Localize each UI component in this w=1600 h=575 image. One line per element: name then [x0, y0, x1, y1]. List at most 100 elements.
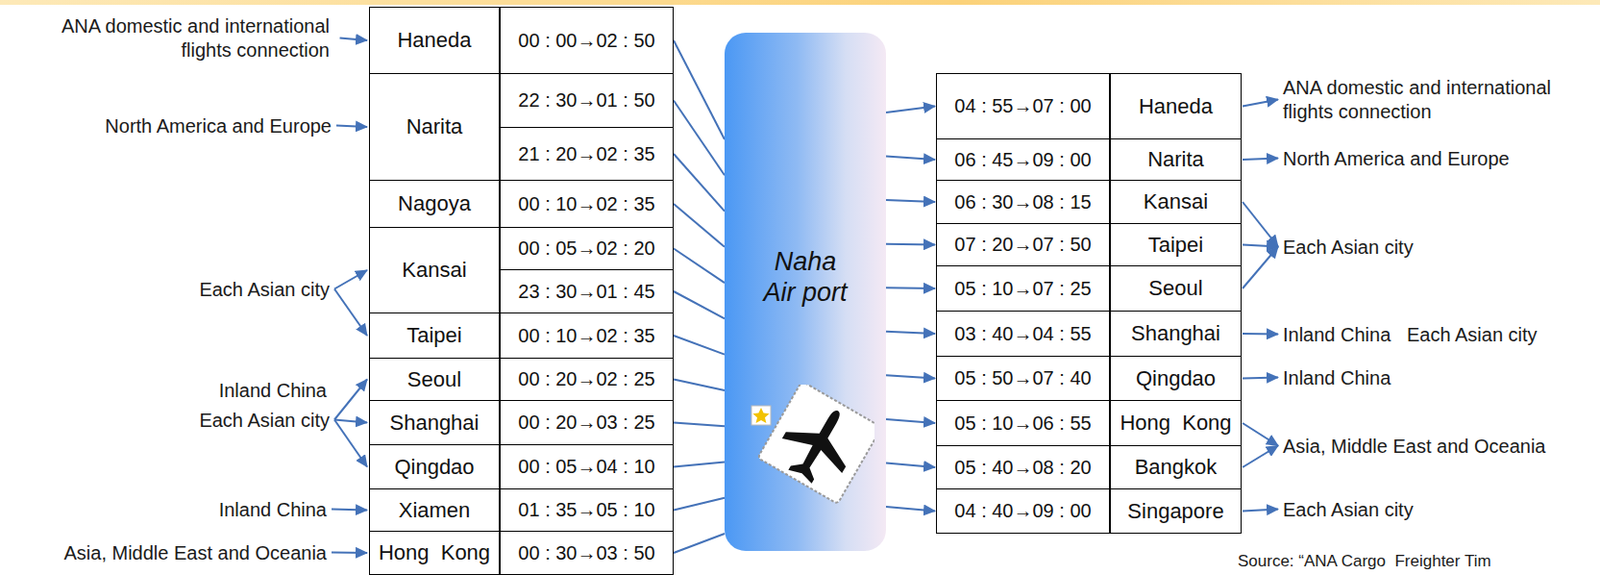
city-name: Haneda	[1138, 94, 1213, 120]
flight-connector	[673, 203, 725, 247]
leader-arrow	[1242, 99, 1279, 107]
city-name: Kansai	[401, 257, 467, 283]
time-cell: 06 : 30→08 : 15	[935, 179, 1110, 224]
time-cell: 05 : 10→07 : 25	[935, 265, 1110, 312]
destination-note: ANA domestic and international flights c…	[12, 14, 330, 63]
flight-time: 00 : 05→04 : 10	[517, 455, 655, 478]
flight-time: 00 : 05→02 : 20	[517, 237, 655, 260]
time-cell: 04 : 55→07 : 00	[935, 73, 1110, 140]
flight-time: 07 : 20→07 : 50	[954, 233, 1091, 256]
flight-connector	[886, 243, 936, 247]
city-name: Seoul	[1148, 275, 1203, 301]
time-cell: 01 : 35→05 : 10	[499, 488, 674, 532]
flight-time: 00 : 00→02 : 50	[517, 29, 655, 52]
city-cell: Qingdao	[369, 443, 500, 490]
flight-connector	[673, 335, 725, 355]
leader-arrow	[1242, 445, 1279, 468]
time-cell: 23 : 30→01 : 45	[499, 269, 674, 314]
city-name: Taipei	[1148, 232, 1204, 258]
leader-arrow	[331, 551, 368, 555]
city-name: Singapore	[1127, 498, 1224, 524]
city-name: Narita	[1147, 147, 1205, 173]
leader-arrow	[1242, 377, 1279, 379]
city-name: Nagoya	[397, 191, 471, 217]
city-cell: Haneda	[369, 6, 500, 74]
leader-arrow	[1242, 332, 1279, 336]
city-name: Shanghai	[390, 410, 480, 436]
flight-time: 23 : 30→01 : 45	[517, 280, 655, 303]
time-cell: 00 : 20→03 : 25	[499, 399, 674, 445]
city-name: Qingdao	[393, 454, 474, 480]
flight-time: 03 : 40→04 : 55	[954, 322, 1091, 345]
time-cell: 05 : 40→08 : 20	[935, 444, 1110, 490]
destination-note: Asia, Middle East and Oceania	[9, 541, 327, 566]
leader-arrow	[1242, 246, 1279, 290]
source-note: Source: “ANA Cargo Freighter Tim	[1237, 550, 1584, 571]
city-cell: Xiamen	[369, 488, 500, 532]
city-cell: Kansai	[1109, 179, 1242, 224]
time-cell: 00 : 20→02 : 25	[499, 357, 674, 401]
leader-arrow	[334, 419, 368, 423]
flight-time: 05 : 50→07 : 40	[954, 367, 1091, 390]
time-cell: 22 : 30→01 : 50	[499, 73, 674, 128]
destination-note: North America and Europe	[14, 114, 332, 139]
destination-note: Each Asian city	[12, 277, 330, 302]
flight-time: 21 : 20→02 : 35	[517, 143, 655, 166]
city-name: Shanghai	[1131, 320, 1221, 346]
leader-arrow	[334, 419, 368, 468]
flight-connector	[673, 533, 725, 553]
flight-time: 00 : 20→02 : 25	[517, 368, 655, 391]
time-cell: 00 : 10→02 : 35	[499, 312, 674, 359]
flight-connector	[673, 40, 725, 140]
flight-connector	[673, 379, 725, 391]
city-cell: Narita	[1109, 138, 1242, 181]
time-cell: 21 : 20→02 : 35	[499, 126, 674, 181]
airport-hub: Naha Air port	[724, 32, 887, 551]
time-cell: 05 : 10→06 : 55	[935, 399, 1110, 446]
flight-connector	[673, 422, 725, 427]
city-cell: Hong Kong	[1109, 399, 1242, 446]
destination-note: Each Asian city	[1282, 235, 1591, 260]
city-cell: Qingdao	[1109, 355, 1242, 401]
leader-arrow	[1242, 509, 1279, 512]
leader-arrow	[1242, 245, 1279, 247]
flight-connector	[886, 374, 936, 378]
flight-connector	[673, 291, 725, 319]
leader-arrow	[1242, 422, 1279, 446]
city-name: Hong Kong	[378, 540, 491, 566]
destination-note: Inland China	[9, 497, 327, 522]
leader-arrow	[340, 38, 368, 42]
flight-connector	[673, 100, 725, 176]
flight-time: 01 : 35→05 : 10	[517, 498, 655, 521]
city-cell: Nagoya	[369, 179, 500, 228]
flight-time: 00 : 20→03 : 25	[517, 411, 655, 434]
city-cell: Kansai	[369, 226, 500, 314]
flight-time: 00 : 10→02 : 35	[517, 193, 655, 216]
flight-connector	[886, 199, 936, 202]
leader-arrow	[334, 289, 368, 337]
destination-note: Inland China Each Asian city	[1282, 322, 1591, 347]
time-cell: 04 : 40→09 : 00	[935, 488, 1110, 534]
airport-name: Naha Air port	[757, 246, 854, 309]
destination-note: Each Asian city	[1282, 497, 1591, 522]
flight-time: 22 : 30→01 : 50	[517, 89, 655, 112]
city-cell: Seoul	[369, 357, 500, 401]
time-cell: 00 : 10→02 : 35	[499, 179, 674, 228]
flight-connector	[886, 418, 936, 423]
city-name: Narita	[406, 114, 464, 140]
city-name: Qingdao	[1135, 366, 1216, 392]
time-cell: 03 : 40→04 : 55	[935, 310, 1110, 357]
flight-time: 05 : 10→07 : 25	[954, 277, 1091, 300]
time-cell: 07 : 20→07 : 50	[935, 222, 1110, 267]
city-cell: Taipei	[1109, 222, 1242, 267]
time-cell: 05 : 50→07 : 40	[935, 355, 1110, 401]
city-cell: Narita	[369, 73, 500, 181]
leader-arrow	[1242, 201, 1279, 247]
flight-connector	[886, 156, 936, 160]
city-name: Haneda	[396, 27, 471, 53]
destination-note: Each Asian city	[12, 408, 330, 433]
destination-note: Inland China	[1282, 366, 1591, 391]
flight-time: 05 : 10→06 : 55	[954, 412, 1091, 435]
time-cell: 00 : 05→04 : 10	[499, 443, 674, 490]
flight-time: 06 : 30→08 : 15	[954, 191, 1091, 214]
